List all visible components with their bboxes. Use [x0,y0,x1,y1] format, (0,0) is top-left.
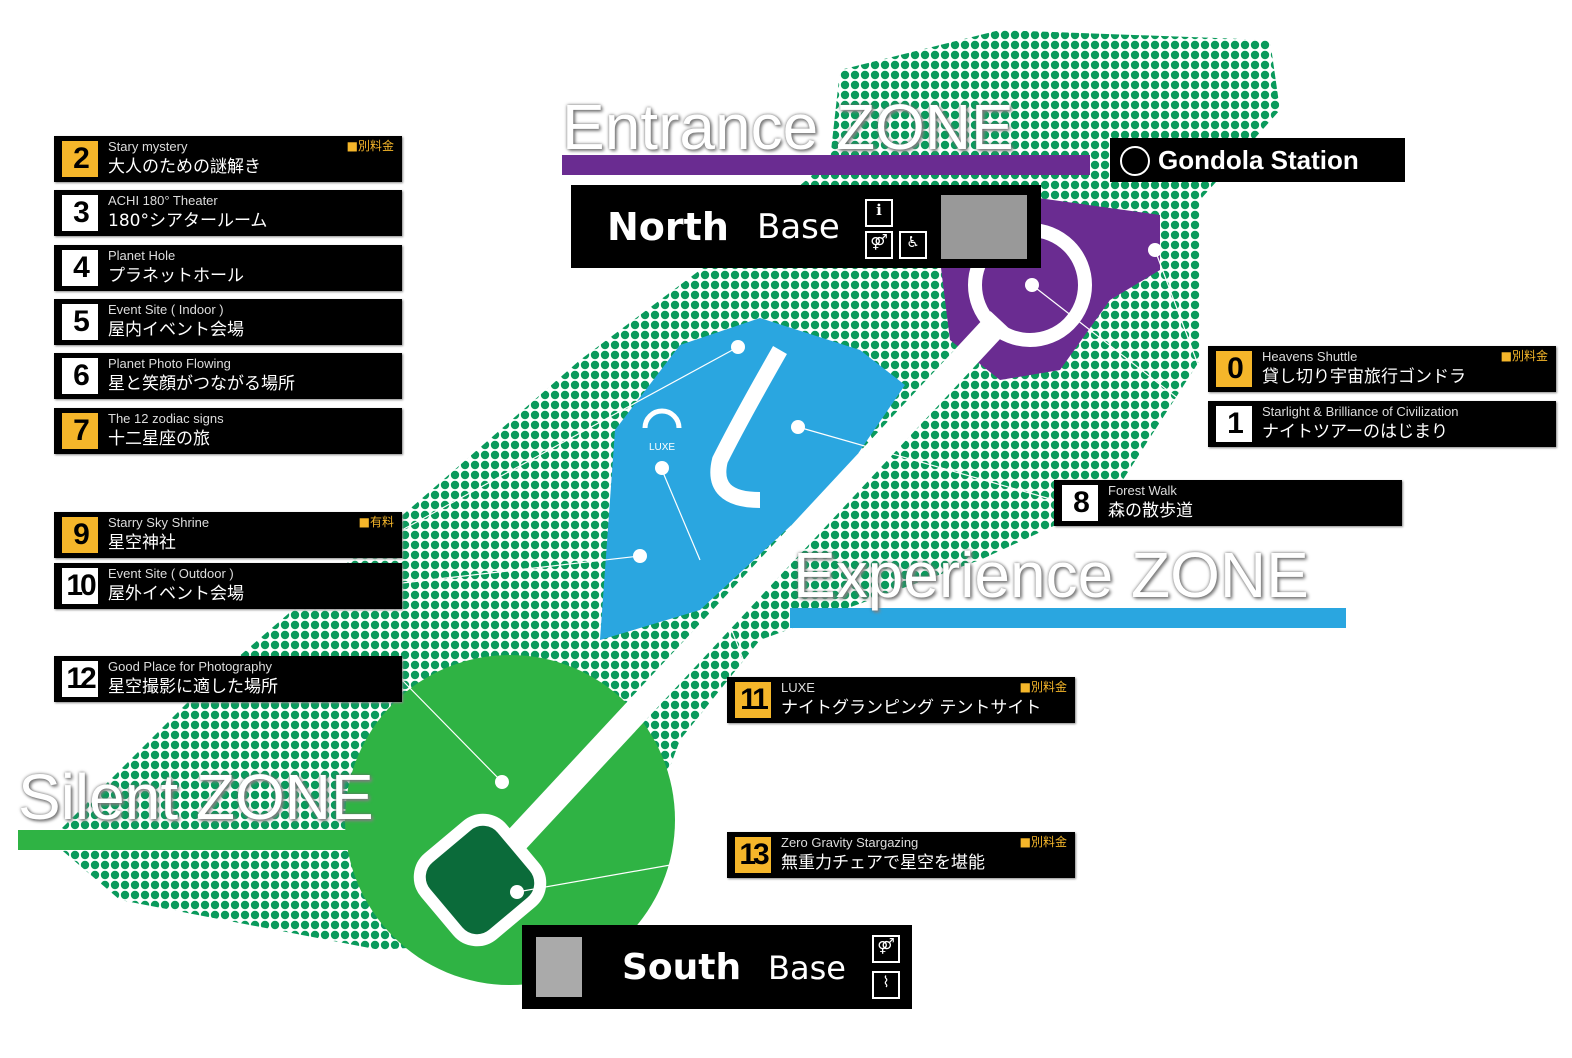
gondola-icon [1120,146,1150,176]
attraction-label-6[interactable]: 6 Planet Photo Flowing 星と笑顔がつながる場所 [54,353,402,399]
attraction-name-en: Good Place for Photography [108,659,273,674]
attraction-label-4[interactable]: 4 Planet Hole プラネットホール [54,245,402,291]
attraction-number: 10 [62,568,98,604]
experience-zone-title: Experience ZONE [793,539,1309,611]
attraction-name-en: ACHI 180° Theater [108,193,218,208]
attraction-number: 0 [1216,351,1252,387]
south-base-sign: South Base ⚤ ⌇ [522,925,912,1009]
attraction-name-en: Planet Hole [108,248,176,263]
attraction-name-jp: プラネットホール [108,266,244,286]
experience-zone-bar [790,608,1346,628]
attraction-number: 3 [62,195,98,231]
entrance-zone-bar [562,155,1090,175]
attraction-name-jp: 無重力チェアで星空を堪能 [781,853,985,873]
attraction-label-11[interactable]: 11 LUXE ナイトグランピング テントサイト ■別料金 [727,677,1075,723]
silent-zone-title: Silent ZONE [18,761,374,833]
luxe-mark: LUXE [649,442,675,453]
gondola-station-sign: Gondola Station [1110,138,1405,182]
attraction-number: 4 [62,250,98,286]
fee-note: ■別料金 [1019,680,1067,694]
attraction-name-en: The 12 zodiac signs [108,411,224,426]
attraction-name-en: Event Site ( Indoor ) [108,302,224,317]
attraction-name-en: Heavens Shuttle [1262,349,1358,364]
attraction-number: 12 [62,661,98,697]
entrance-zone-title: Entrance ZONE [562,91,1014,163]
building-icon [536,937,582,997]
attraction-number: 9 [62,517,98,553]
zero-gravity-area [413,813,547,947]
attraction-name-en: Starlight & Brilliance of Civilization [1262,404,1459,419]
info-icon: ℹ [865,199,893,227]
attraction-label-9[interactable]: 9 Starry Sky Shrine 星空神社 ■有料 [54,512,402,558]
smoking-icon: ⌇ [872,971,900,999]
attraction-name-jp: 貸し切り宇宙旅行ゴンドラ [1262,367,1466,387]
leader-lines [401,249,1201,893]
attraction-name-jp: ナイトツアーのはじまり [1262,422,1448,442]
gondola-station-label: Gondola Station [1158,145,1359,175]
attraction-number: 6 [62,358,98,394]
attraction-number: 7 [62,413,98,449]
attraction-label-8[interactable]: 8 Forest Walk 森の散歩道 [1054,480,1402,526]
experience-zone-lake [600,318,905,640]
main-road [460,311,1010,899]
attraction-name-jp: 大人のための謎解き [108,157,261,177]
attraction-label-2[interactable]: 2 Stary mystery 大人のための謎解き ■別料金 [54,136,402,182]
attraction-name-jp: 180°シアタールーム [108,211,268,231]
attraction-number: 1 [1216,406,1252,442]
attraction-label-0[interactable]: 0 Heavens Shuttle 貸し切り宇宙旅行ゴンドラ ■別料金 [1208,346,1556,392]
attraction-label-10[interactable]: 10 Event Site ( Outdoor ) 屋外イベント会場 [54,563,402,609]
fee-note: ■別料金 [1019,835,1067,849]
north-base-sign: North Base ℹ ⚤ ♿ [571,185,1041,268]
attraction-name-jp: 屋内イベント会場 [108,320,244,340]
lake-path [710,346,787,508]
attraction-label-12[interactable]: 12 Good Place for Photography 星空撮影に適した場所 [54,656,402,702]
fee-note: ■別料金 [346,139,394,153]
attraction-name-jp: 星空撮影に適した場所 [108,677,278,697]
restroom-icon: ⚤ [872,935,900,963]
attraction-label-13[interactable]: 13 Zero Gravity Stargazing 無重力チェアで星空を堪能 ■別料… [727,832,1075,878]
location-dots [495,243,1162,899]
attraction-number: 5 [62,304,98,340]
south-base-label-a: South [622,947,742,988]
north-base-label-b: Base [757,207,840,247]
attraction-name-jp: 星と笑顔がつながる場所 [108,374,295,394]
attraction-number: 8 [1062,485,1098,521]
attraction-name-en: Zero Gravity Stargazing [781,835,919,850]
attraction-name-jp: ナイトグランピング テントサイト [781,698,1042,718]
attraction-name-jp: 星空神社 [108,533,176,553]
south-base-label-b: Base [768,949,846,987]
attraction-label-1[interactable]: 1 Starlight & Brilliance of Civilization ナ… [1208,401,1556,447]
fee-note: ■有料 [358,515,394,529]
building-icon [941,195,1027,259]
restroom-icon: ⚤ [865,231,893,259]
attraction-number: 2 [62,141,98,177]
attraction-name-en: Starry Sky Shrine [108,515,210,530]
attraction-name-jp: 森の散歩道 [1108,501,1193,521]
fee-note: ■別料金 [1500,349,1548,363]
attraction-name-en: Planet Photo Flowing [108,356,231,371]
silent-zone-bar [18,830,428,850]
attraction-number: 13 [735,837,771,873]
attraction-label-5[interactable]: 5 Event Site ( Indoor ) 屋内イベント会場 [54,299,402,345]
attraction-name-jp: 十二星座の旅 [108,429,210,449]
attraction-name-en: Event Site ( Outdoor ) [108,566,234,581]
attraction-name-en: Forest Walk [1108,483,1177,498]
luxe-tent-icon [642,408,682,429]
attraction-name-en: Stary mystery [108,139,188,154]
wheelchair-icon: ♿ [899,231,927,259]
attraction-number: 11 [735,682,771,718]
north-base-label-a: North [607,205,729,249]
attraction-label-3[interactable]: 3 ACHI 180° Theater 180°シアタールーム [54,190,402,236]
attraction-name-jp: 屋外イベント会場 [108,584,244,604]
attraction-name-en: LUXE [781,680,815,695]
attraction-label-7[interactable]: 7 The 12 zodiac signs 十二星座の旅 [54,408,402,454]
